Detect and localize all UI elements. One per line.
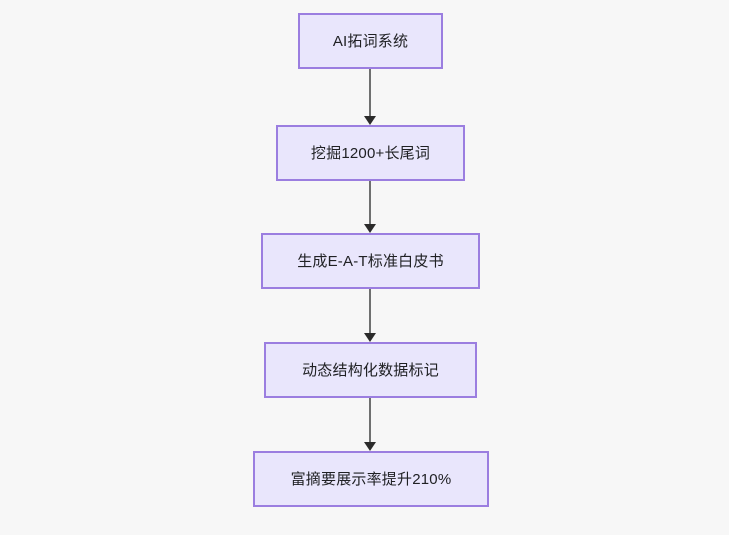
connector-line bbox=[369, 398, 371, 442]
flow-node-label: AI拓词系统 bbox=[332, 32, 409, 50]
flow-node-label: 动态结构化数据标记 bbox=[302, 361, 439, 379]
connector-line bbox=[369, 69, 371, 116]
flow-node-label: 生成E-A-T标准白皮书 bbox=[297, 252, 444, 270]
arrowhead-icon bbox=[364, 116, 376, 125]
flow-node-mine-longtail-keywords[interactable]: 挖掘1200+长尾词 bbox=[276, 125, 465, 181]
connector-n4-n5 bbox=[362, 398, 378, 451]
flow-node-rich-snippet-impression-lift[interactable]: 富摘要展示率提升210% bbox=[253, 451, 489, 507]
flow-node-dynamic-structured-data-markup[interactable]: 动态结构化数据标记 bbox=[264, 342, 477, 398]
connector-n3-n4 bbox=[362, 289, 378, 342]
arrowhead-icon bbox=[364, 224, 376, 233]
flow-node-label: 挖掘1200+长尾词 bbox=[310, 144, 431, 162]
connector-n2-n3 bbox=[362, 181, 378, 233]
flow-node-ai-keyword-system[interactable]: AI拓词系统 bbox=[298, 13, 443, 69]
connector-n1-n2 bbox=[362, 69, 378, 125]
flow-node-label: 富摘要展示率提升210% bbox=[290, 470, 452, 488]
flow-node-generate-eat-whitepaper[interactable]: 生成E-A-T标准白皮书 bbox=[261, 233, 480, 289]
connector-line bbox=[369, 289, 371, 333]
arrowhead-icon bbox=[364, 442, 376, 451]
arrowhead-icon bbox=[364, 333, 376, 342]
connector-line bbox=[369, 181, 371, 224]
